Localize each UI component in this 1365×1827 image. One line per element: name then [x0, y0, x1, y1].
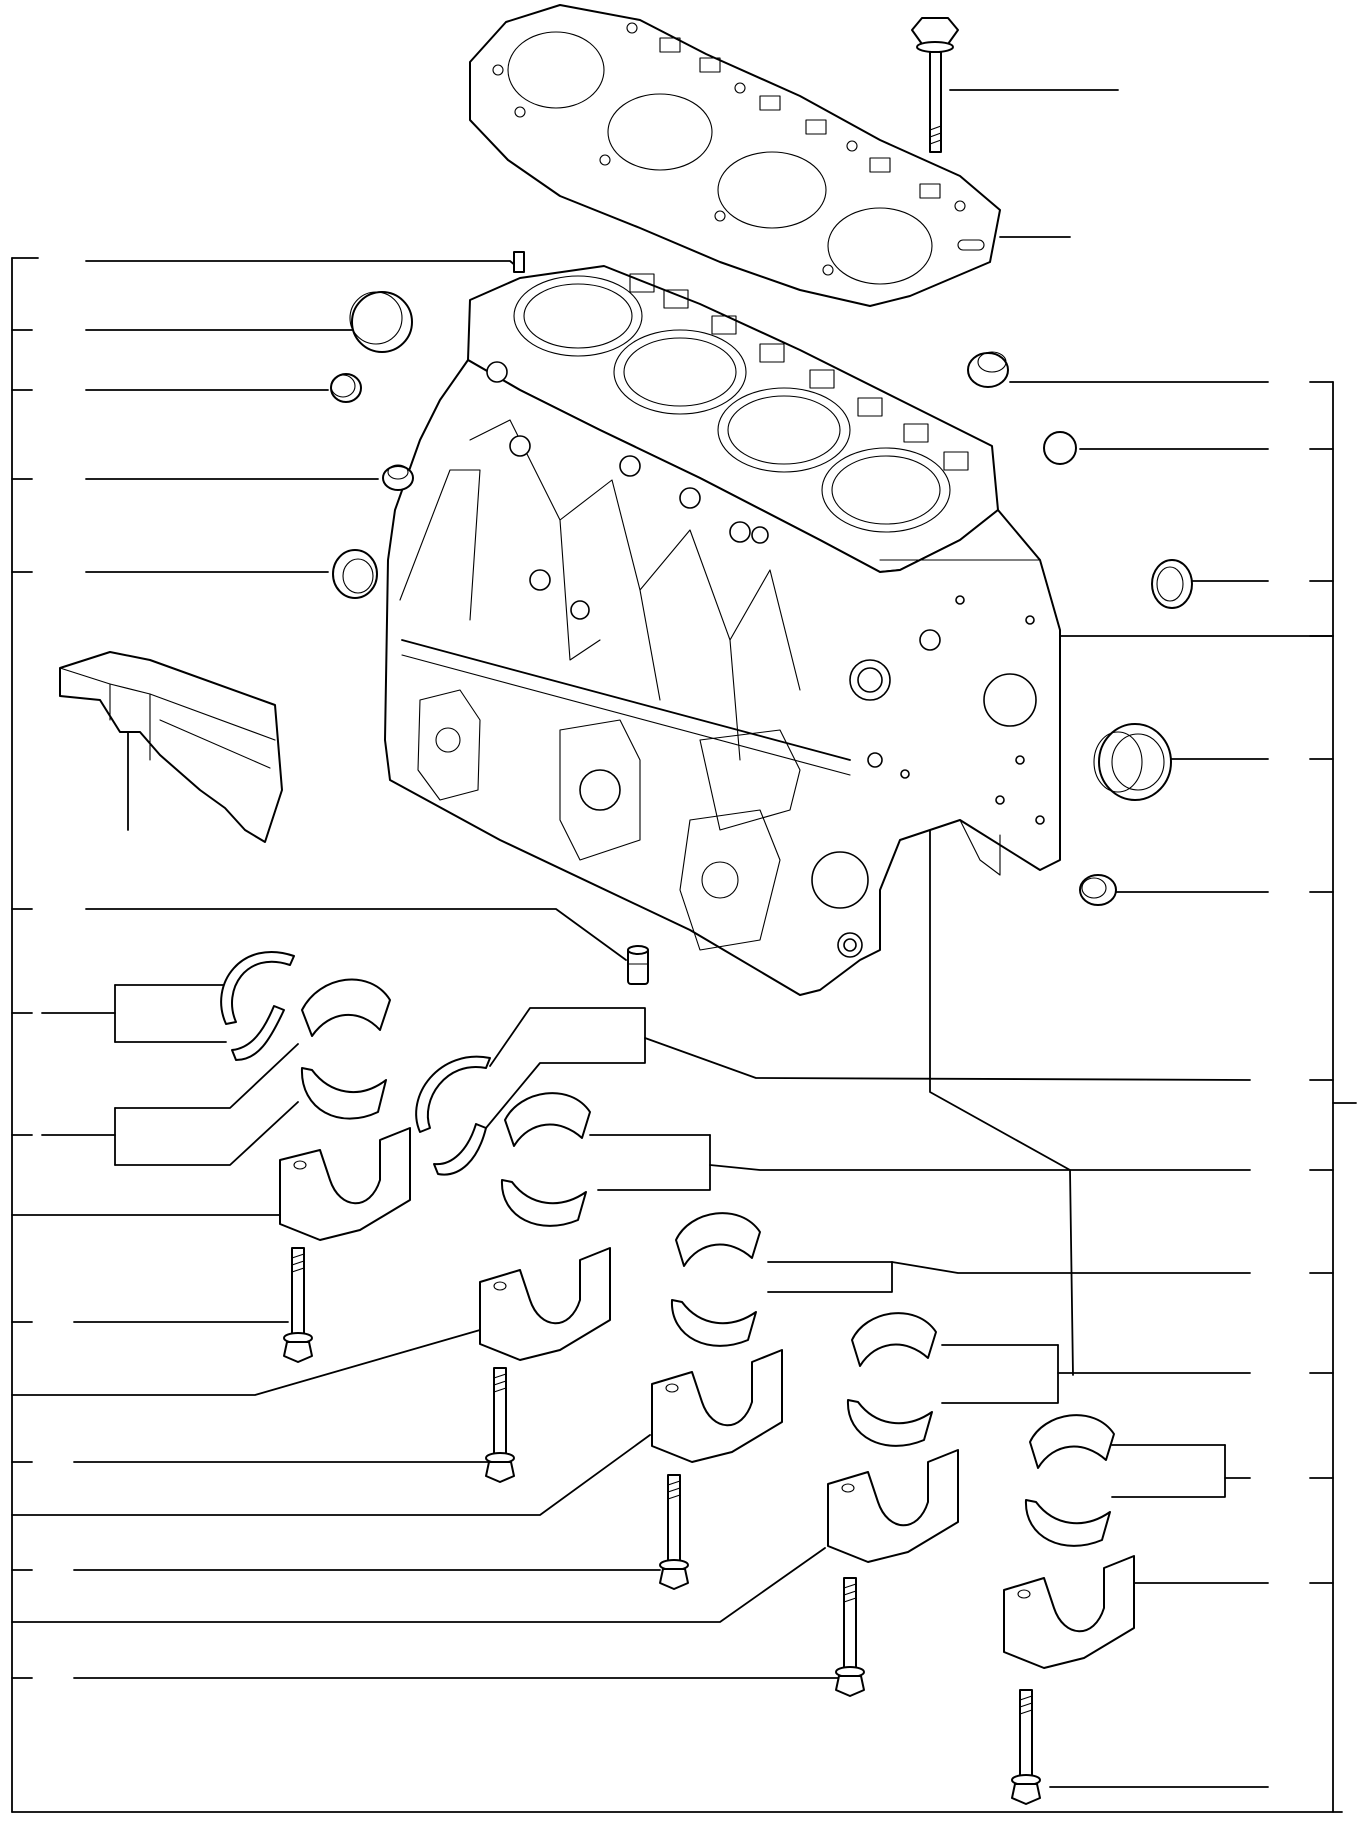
cover-plate [59, 651, 283, 843]
plug-top-right [967, 351, 1009, 388]
plug-bottom-right [1079, 874, 1117, 906]
main-bearing-cap-bolt-5 [1011, 1689, 1041, 1805]
oil-seal-right [1151, 559, 1193, 609]
main-bearing-cap-bolt-1 [283, 1247, 313, 1363]
main-bearing-shell-5 [1024, 1414, 1115, 1547]
main-bearing-cap-1 [279, 1127, 411, 1241]
cylinder-head-bolt [911, 17, 959, 153]
main-bearing-cap-2 [479, 1247, 611, 1361]
main-bearing-shell-4 [846, 1312, 937, 1447]
main-bearing-cap-bolt-2 [485, 1367, 515, 1483]
dowel-pin [513, 251, 525, 273]
thrust-washer-pair-left [220, 950, 295, 1061]
oil-seal-left [332, 549, 378, 599]
main-bearing-shell-1 [300, 978, 391, 1120]
thrust-washer-pair-center [415, 1055, 491, 1176]
right-bracket [1332, 381, 1357, 1813]
plug-left [382, 464, 414, 491]
expansion-plug-left [349, 291, 413, 353]
main-bearing-cap-4 [827, 1449, 959, 1563]
left-leader-lines [11, 260, 843, 1679]
small-expansion-plug-left [330, 373, 362, 403]
oil-jet [627, 945, 649, 985]
cylinder-head-gasket [469, 4, 1001, 307]
right-leader-lines [485, 89, 1334, 1788]
main-bearing-cap-bolt-4 [835, 1577, 865, 1697]
main-bearing-shell-3 [670, 1212, 761, 1347]
right-callout-ticks [1309, 381, 1334, 1584]
main-bearing-cap-3 [651, 1349, 783, 1463]
main-bearing-shell-2 [500, 1092, 591, 1227]
small-expansion-plug-right [1043, 431, 1077, 465]
left-bracket [11, 257, 1343, 1813]
left-callout-ticks [11, 329, 33, 1679]
main-bearing-cap-bolt-3 [659, 1474, 689, 1590]
main-bearing-cap-5 [1003, 1555, 1135, 1669]
cylinder-block [384, 265, 1061, 996]
rear-oil-seal-housing [1093, 723, 1172, 801]
